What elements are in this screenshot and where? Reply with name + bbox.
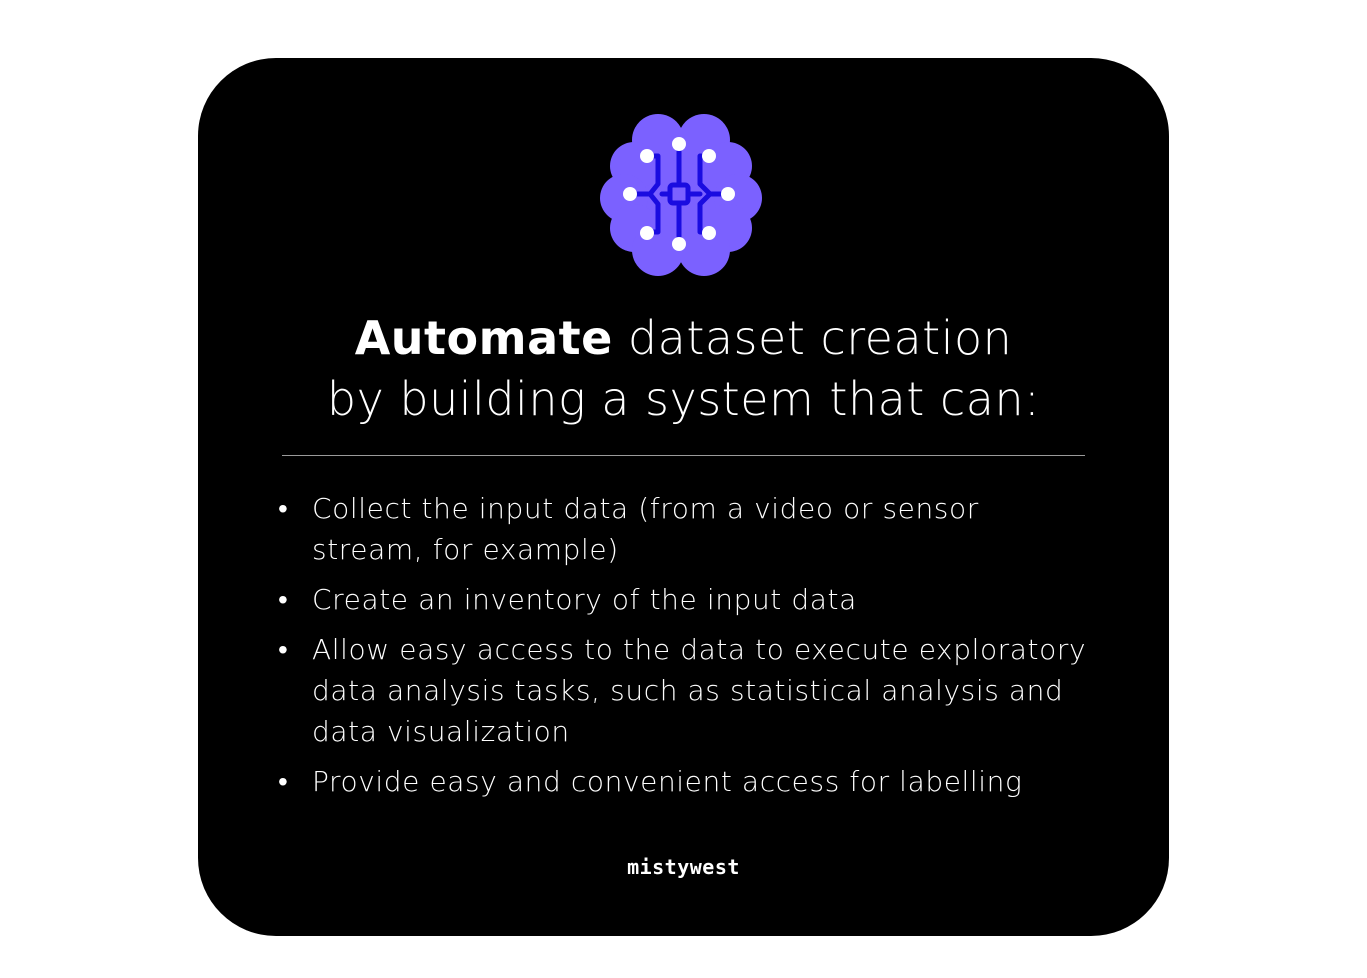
bullet-marker: •	[278, 633, 289, 666]
capability-list: • Collect the input data (from a video o…	[274, 488, 1094, 811]
list-item: • Provide easy and convenient access for…	[274, 761, 1094, 802]
brain-circuit-icon	[600, 114, 762, 276]
list-item: • Create an inventory of the input data	[274, 579, 1094, 620]
divider	[282, 455, 1085, 456]
info-card: Automate dataset creation by building a …	[198, 58, 1169, 936]
headline-line2: by building a system that can:	[326, 372, 1041, 426]
bullet-marker: •	[278, 765, 289, 798]
bullet-marker: •	[278, 492, 289, 525]
bullet-marker: •	[278, 583, 289, 616]
list-item: • Allow easy access to the data to execu…	[274, 629, 1094, 752]
list-item-text: Provide easy and convenient access for l…	[312, 765, 1023, 798]
headline-emphasis: Automate	[354, 311, 613, 365]
list-item-text: Allow easy access to the data to execute…	[312, 633, 1087, 748]
brand-logo: mistywest	[627, 855, 740, 879]
list-item-text: Create an inventory of the input data	[312, 583, 857, 616]
headline-line1-rest: dataset creation	[612, 311, 1013, 365]
list-item-text: Collect the input data (from a video or …	[312, 492, 979, 566]
list-item: • Collect the input data (from a video o…	[274, 488, 1094, 570]
headline: Automate dataset creation by building a …	[198, 308, 1169, 430]
